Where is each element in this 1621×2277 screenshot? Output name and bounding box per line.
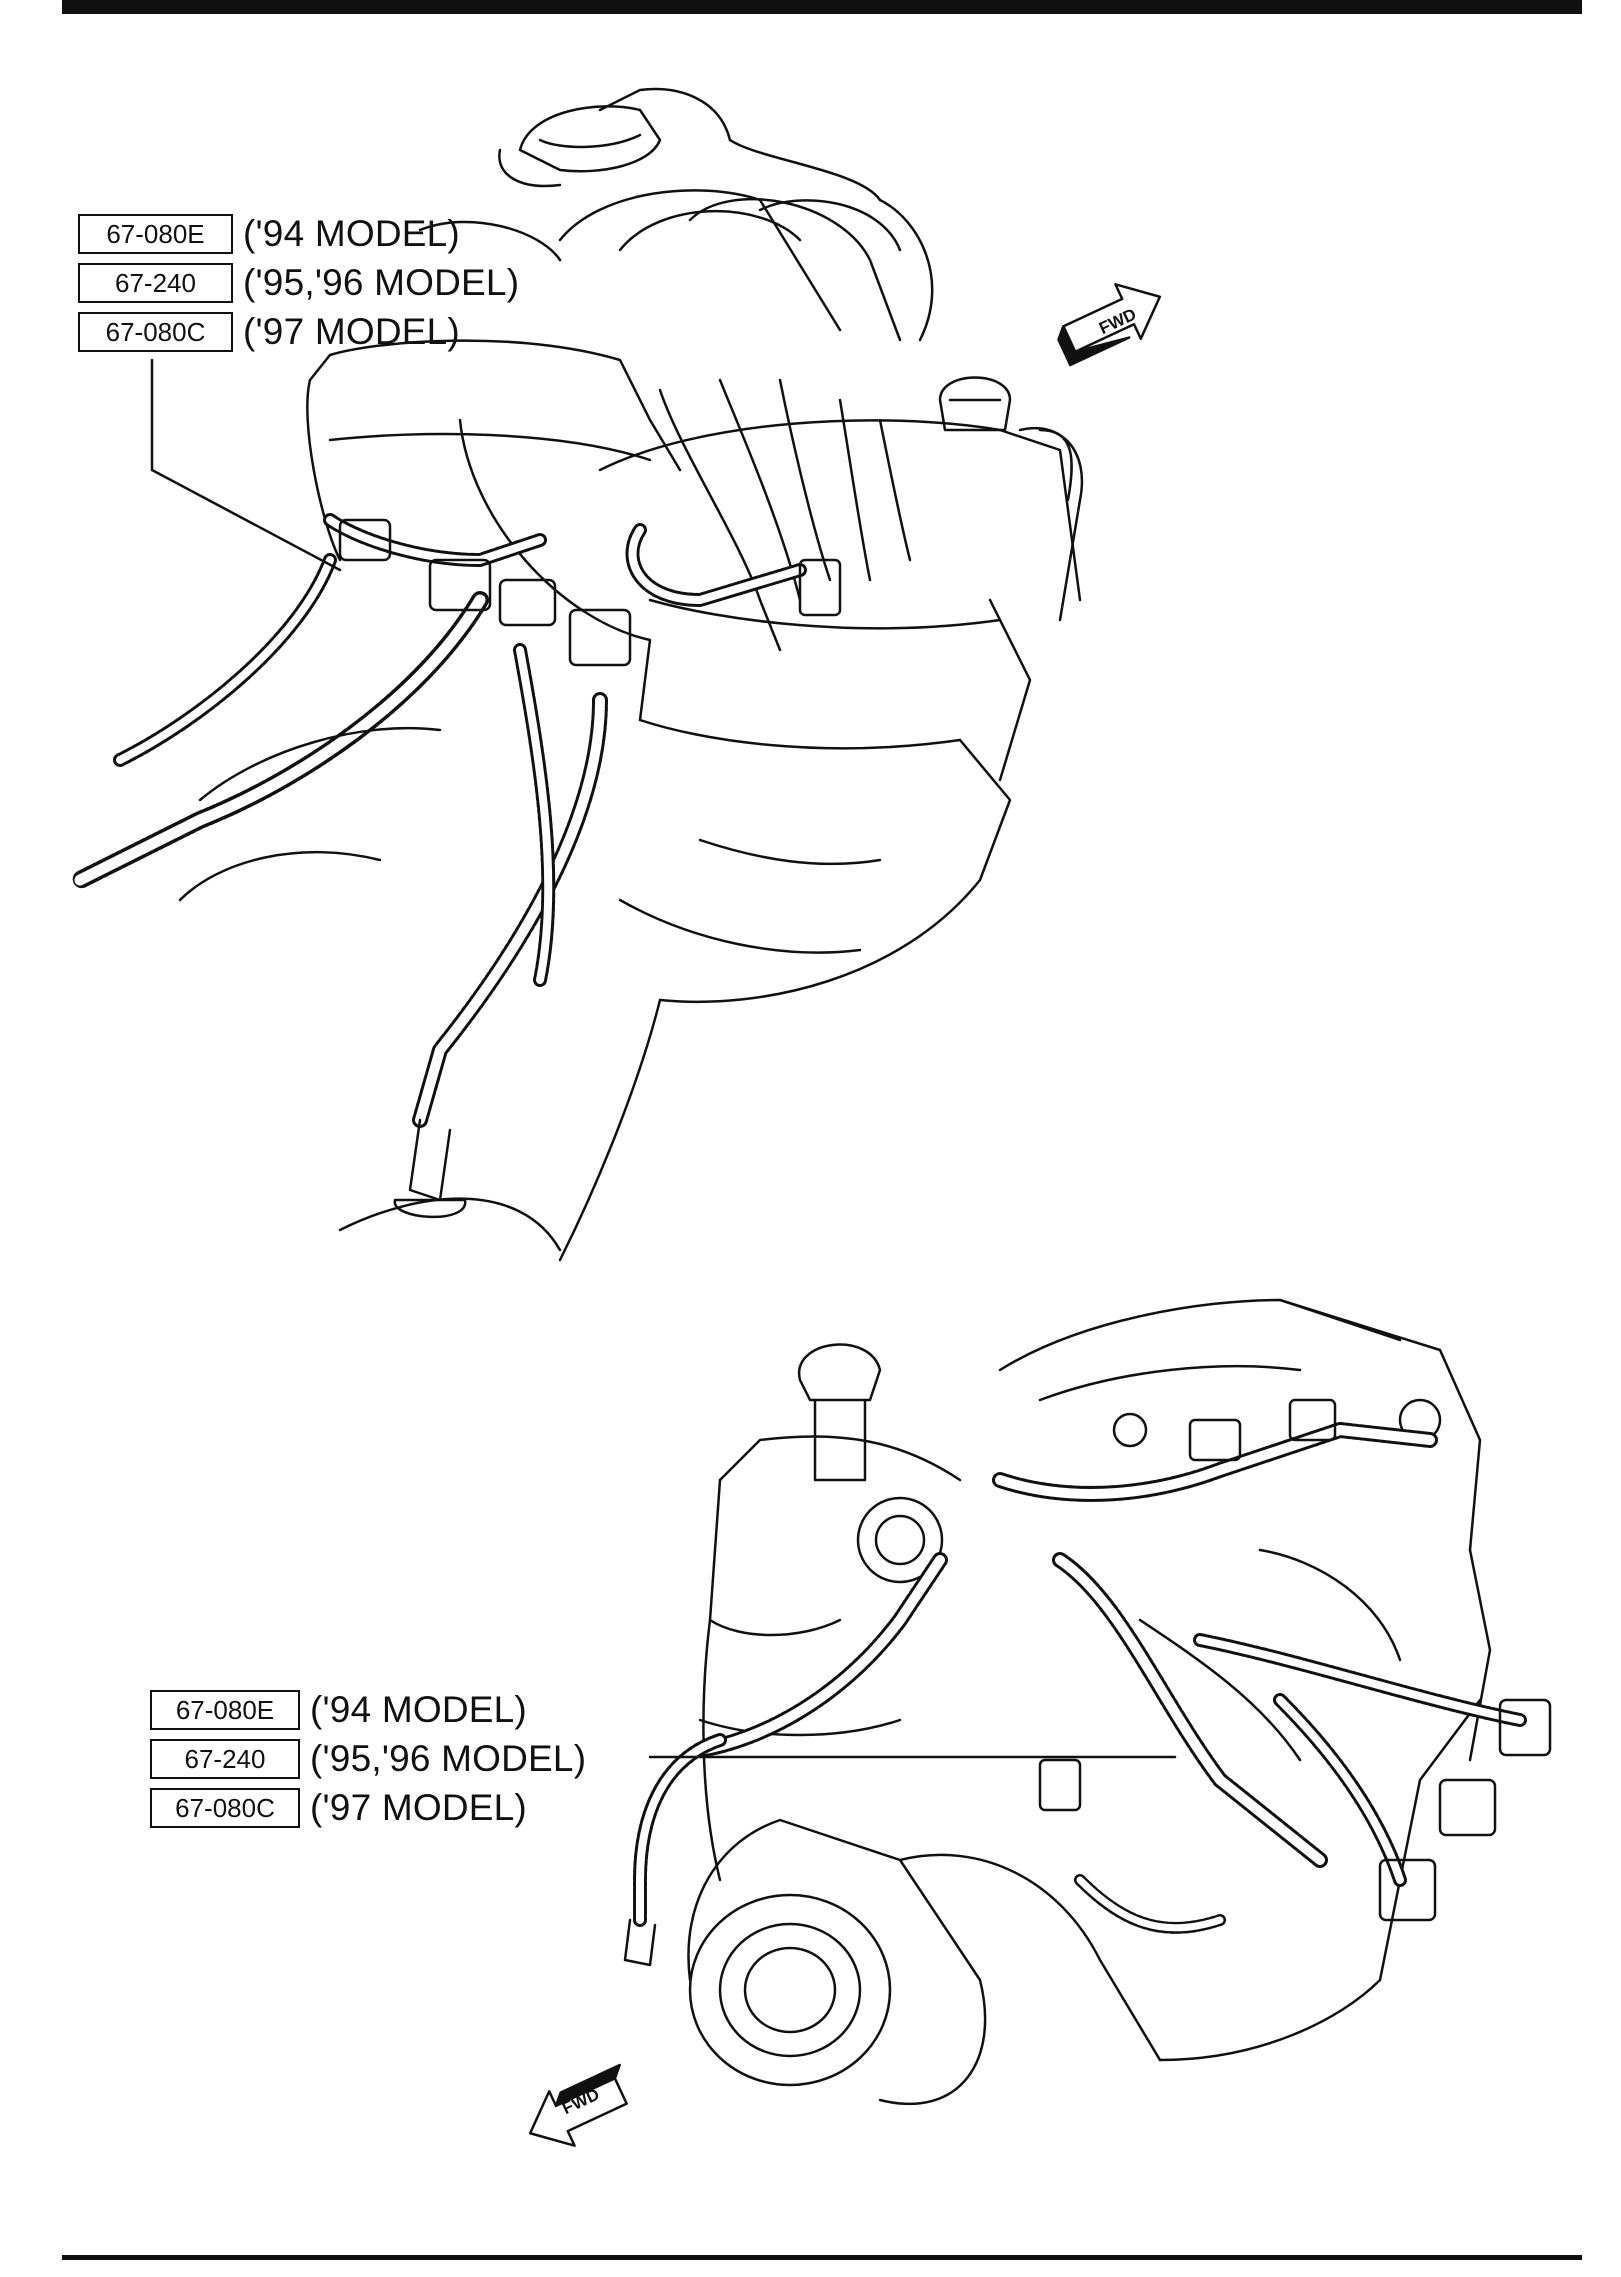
bottom-callout-row-95-96: 67-240 ('95,'96 MODEL) [150,1737,586,1781]
model-year-label: ('94 MODEL) [310,1689,527,1730]
top-part-callout: 67-080E ('94 MODEL) 67-240 ('95,'96 MODE… [78,212,519,354]
bottom-engine-drawing [623,1298,1552,2106]
top-engine-drawing [71,87,1084,1262]
top-border-rule [62,0,1582,14]
part-code-box: 67-080C [150,1788,300,1828]
model-year-label: ('95,'96 MODEL) [243,262,520,303]
top-callout-leader [150,358,342,572]
top-callout-row-97: 67-080C ('97 MODEL) [78,310,519,354]
fwd-arrow-top [1057,283,1162,367]
part-code-box: 67-080C [78,312,233,352]
model-year-label: ('97 MODEL) [310,1787,527,1828]
part-code-box: 67-080E [78,214,233,254]
part-code-box: 67-240 [150,1739,300,1779]
model-year-label: ('97 MODEL) [243,311,460,352]
model-year-label: ('95,'96 MODEL) [310,1738,587,1779]
part-code-box: 67-240 [78,263,233,303]
bottom-part-callout: 67-080E ('94 MODEL) 67-240 ('95,'96 MODE… [150,1688,586,1830]
top-callout-row-94: 67-080E ('94 MODEL) [78,212,519,256]
top-callout-row-95-96: 67-240 ('95,'96 MODEL) [78,261,519,305]
bottom-callout-row-94: 67-080E ('94 MODEL) [150,1688,586,1732]
fwd-arrow-bottom [528,2063,628,2147]
model-year-label: ('94 MODEL) [243,213,460,254]
bottom-border-rule [62,2255,1582,2260]
bottom-callout-row-97: 67-080C ('97 MODEL) [150,1786,586,1830]
part-code-box: 67-080E [150,1690,300,1730]
